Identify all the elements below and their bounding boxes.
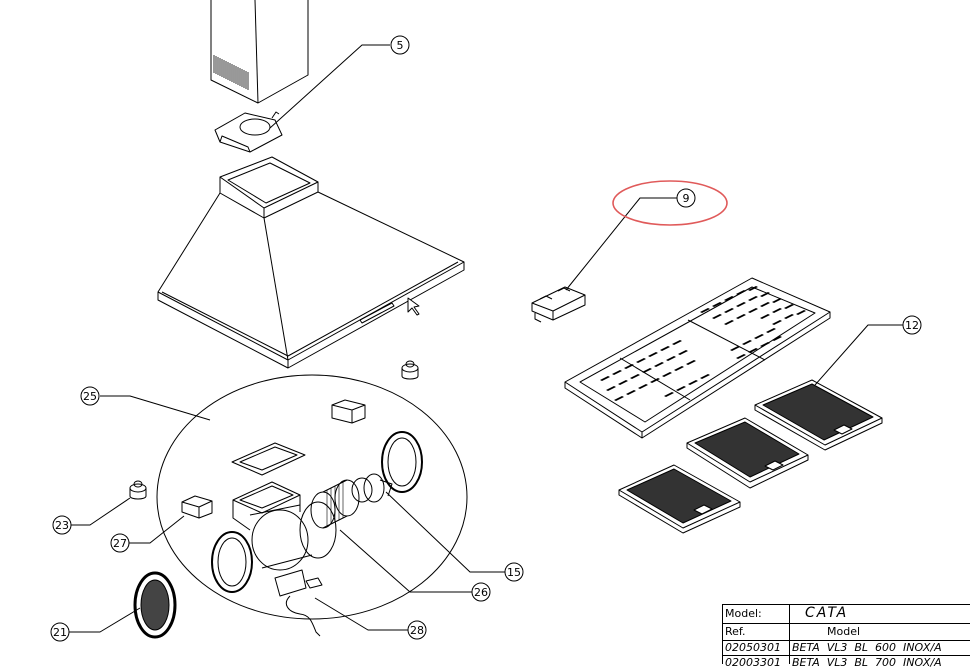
callout-label: 15 [507,566,521,579]
callout-25: 25 [80,386,100,406]
part-21-grille [133,571,177,639]
callout-label: 12 [905,319,919,332]
table-row: 02003301 BETA VL3 BL 700 INOX/A [723,656,970,670]
callout-label: 23 [55,519,69,532]
part-5-air-outlet-flange [214,111,283,153]
model-header: Model [827,625,861,638]
model-reference-table: Model: CATA Ref. Model 02050301 BETA VL3… [722,604,970,669]
part-9-control-module [531,286,586,323]
callout-label: 9 [683,192,690,205]
callout-27: 27 [110,533,130,553]
ref-header: Ref. [725,625,746,638]
callout-26: 26 [471,582,491,602]
callout-12: 12 [902,315,922,335]
callout-28: 28 [407,620,427,640]
table-divider [789,605,790,664]
table-row-model: Model: CATA [723,605,970,624]
callout-label: 5 [397,39,404,52]
callout-5: 5 [390,35,410,55]
leader-lines [68,44,903,633]
callout-labels: 5 9 12 25 23 27 15 26 21 28 [50,35,922,642]
callout-23: 23 [52,515,72,535]
callout-label: 21 [53,626,67,639]
table-row-header: Ref. Model [723,624,970,641]
hood-body [157,156,465,369]
filter-support-panel [564,277,831,439]
model-cell: BETA VL3 BL 600 INOX/A [792,641,942,654]
motor-assembly-group [156,374,468,637]
ref-cell: 02050301 [725,641,781,654]
callout-label: 28 [410,624,424,637]
callout-21: 21 [50,622,70,642]
model-label: Model: [725,607,762,620]
grease-filters [618,379,883,534]
model-value: CATA [805,605,849,621]
table-row: 02050301 BETA VL3 BL 600 INOX/A [723,641,970,656]
knob [401,360,419,380]
callout-label: 26 [474,586,488,599]
callout-15: 15 [504,562,524,582]
callout-label: 27 [113,537,127,550]
highlight-ellipse [612,180,728,226]
callout-label: 25 [83,390,97,403]
callout-9: 9 [676,188,696,208]
part-23-knob [129,480,147,500]
chimney-cover [210,0,309,104]
